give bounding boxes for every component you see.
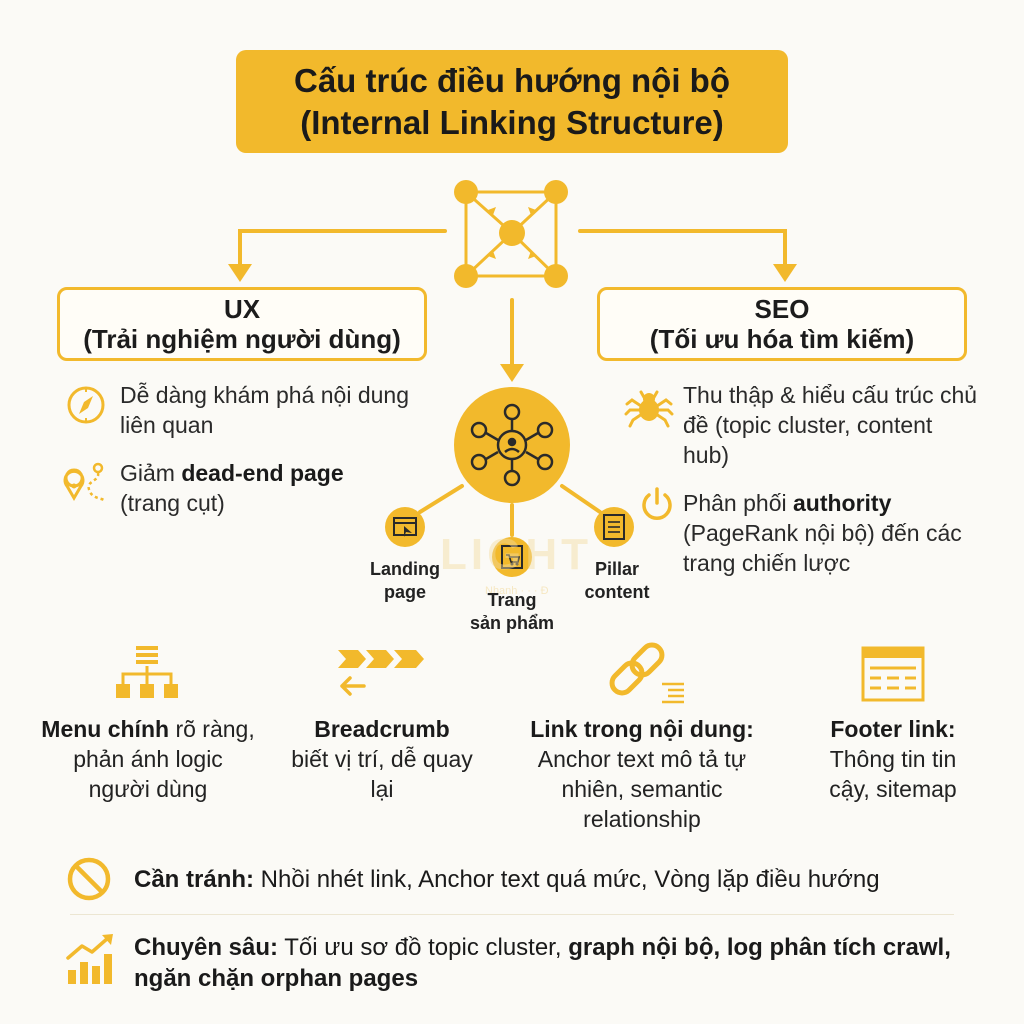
footer-icon: [861, 646, 925, 702]
link-icon: [609, 642, 684, 704]
advanced-label: Chuyên sâu:: [134, 934, 279, 961]
arrowhead-left: [228, 264, 252, 282]
power-icon: [642, 487, 672, 520]
breadcrumb-icon: [338, 650, 424, 696]
column-breadcrumb: Breadcrumb biết vị trí, dễ quay lại: [290, 714, 474, 804]
ux-box: UX (Trải nghiệm người dùng): [57, 287, 427, 361]
divider: [70, 914, 954, 915]
column-menu: Menu chính rõ ràng, phản ánh logic người…: [40, 714, 256, 804]
ux-subtitle: (Trải nghiệm người dùng): [83, 324, 401, 354]
product-page-label-line1: Trang: [487, 590, 537, 610]
landing-page-label-line2: page: [383, 582, 426, 602]
product-page-label: Trang sản phẩm: [455, 589, 569, 635]
ux-item-discover: Dễ dàng khám phá nội dung liên quan: [120, 382, 409, 438]
pillar-content-icon: [594, 507, 634, 547]
route-icon: [63, 462, 105, 502]
avoid-label: Cần tránh:: [134, 866, 254, 893]
seo-title: SEO: [754, 294, 810, 324]
ux-item-deadend-pre: Giảm: [120, 460, 182, 486]
seo-item-authority-post: (PageRank nội bộ) đến các trang chiến lư…: [683, 520, 962, 576]
column-menu-text: rõ ràng, phản ánh logic người dùng: [73, 716, 255, 802]
ux-item-deadend-post: (trang cụt): [120, 490, 225, 516]
arrowhead-down: [500, 364, 524, 382]
pillar-content-label: Pillar content: [567, 558, 667, 604]
advanced-text: Chuyên sâu: Tối ưu sơ đồ topic cluster, …: [134, 932, 954, 994]
landing-page-label-line1: Landing: [370, 559, 440, 579]
column-breadcrumb-text: biết vị trí, dễ quay lại: [291, 746, 473, 802]
connector-left: [238, 229, 447, 270]
landing-page-icon: [385, 507, 425, 547]
watermark-tagline: Nhanh · · · Đ: [485, 585, 549, 597]
growth-chart-icon: [66, 934, 113, 984]
product-page-label-line2: sản phẩm: [469, 613, 555, 633]
ux-item-deadend: Giảm dead-end page (trang cụt): [120, 458, 420, 518]
avoid-text: Cần tránh: Nhồi nhét link, Anchor text q…: [134, 864, 974, 895]
column-menu-title: Menu chính: [41, 716, 170, 742]
sitemap-icon: [116, 646, 178, 698]
watermark-logo: LIGHT: [440, 530, 592, 579]
seo-item-authority: Phân phối authority (PageRank nội bộ) đế…: [683, 488, 983, 578]
column-content-link-title: Link trong nội dung:: [530, 716, 754, 742]
avoid-body: Nhồi nhét link, Anchor text quá mức, Vòn…: [254, 866, 880, 893]
title-box: Cấu trúc điều hướng nội bộ (Internal Lin…: [236, 50, 788, 153]
seo-subtitle: (Tối ưu hóa tìm kiếm): [649, 324, 915, 354]
advanced-body-bold: graph nội bộ, log phân tích crawl, ngăn …: [134, 934, 951, 992]
advanced-body: Tối ưu sơ đồ topic cluster,: [278, 934, 569, 961]
landing-page-label: Landing page: [355, 558, 455, 604]
pillar-content-label-line2: content: [584, 582, 650, 602]
seo-item-crawl: Thu thập & hiểu cấu trúc chủ đề (topic c…: [683, 382, 978, 468]
title-line-2: (Internal Linking Structure): [300, 103, 724, 141]
column-footer: Footer link: Thông tin tin cậy, sitemap: [808, 714, 978, 804]
hub-icon: [454, 387, 570, 503]
pillar-content-label-line1: Pillar: [594, 559, 640, 579]
ux-title: UX: [223, 294, 261, 324]
seo-item-authority-pre: Phân phối: [683, 490, 793, 516]
prohibited-icon: [67, 857, 111, 901]
connector-right: [578, 229, 787, 270]
spider-icon: [624, 390, 674, 428]
column-footer-title: Footer link:: [830, 716, 956, 742]
seo-box: SEO (Tối ưu hóa tìm kiếm): [597, 287, 967, 361]
title-line-1: Cấu trúc điều hướng nội bộ: [294, 61, 730, 99]
column-footer-text: Thông tin tin cậy, sitemap: [829, 746, 957, 802]
arrowhead-right: [773, 264, 797, 282]
network-icon: [454, 180, 568, 288]
seo-item-authority-bold: authority: [792, 490, 892, 516]
compass-icon: [67, 386, 105, 424]
ux-item-deadend-bold: dead-end page: [181, 460, 344, 486]
column-content-link: Link trong nội dung: Anchor text mô tả t…: [510, 714, 774, 834]
column-breadcrumb-title: Breadcrumb: [314, 716, 450, 742]
product-page-icon: [492, 537, 532, 577]
column-content-link-text: Anchor text mô tả tự nhiên, semantic rel…: [537, 746, 747, 832]
